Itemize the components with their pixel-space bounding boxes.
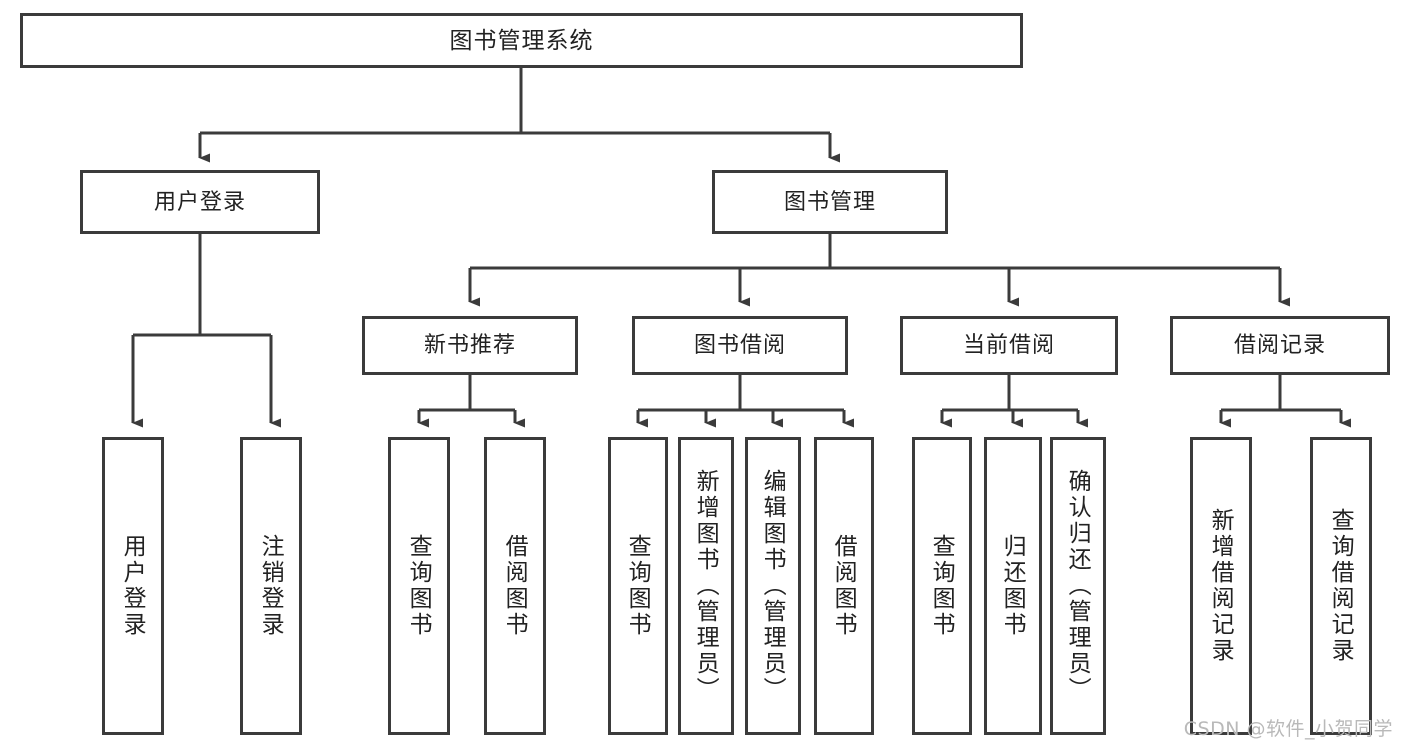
connectors-borrow-to-leaves <box>636 375 854 428</box>
leaf-borrow-book[interactable]: 借阅图书 <box>814 437 874 735</box>
leaf-query-book-borrow-label: 查询图书 <box>625 534 652 638</box>
leaf-query-book-recommend[interactable]: 查询图书 <box>388 437 450 735</box>
node-current-borrow-label: 当前借阅 <box>962 332 1055 358</box>
leaf-edit-book-admin[interactable]: 编辑图书（管理员） <box>745 437 801 735</box>
node-borrow-records[interactable]: 借阅记录 <box>1170 316 1390 375</box>
leaf-borrow-book-recommend-label: 借阅图书 <box>502 534 529 638</box>
leaf-user-login-label: 用户登录 <box>120 534 147 638</box>
leaf-query-book-recommend-label: 查询图书 <box>406 534 433 638</box>
leaf-logout-label: 注销登录 <box>258 534 285 638</box>
connectors-current-to-leaves <box>940 375 1088 428</box>
connectors-newbook-to-leaves <box>417 375 525 428</box>
leaf-confirm-return-admin[interactable]: 确认归还（管理员） <box>1050 437 1106 735</box>
leaf-borrow-book-recommend[interactable]: 借阅图书 <box>484 437 546 735</box>
node-current-borrow[interactable]: 当前借阅 <box>900 316 1118 375</box>
connectors-userlogin-to-leaves <box>131 234 281 428</box>
node-user-login[interactable]: 用户登录 <box>80 170 320 234</box>
leaf-edit-book-admin-label: 编辑图书（管理员） <box>760 469 787 703</box>
leaf-return-book-label: 归还图书 <box>1000 534 1027 638</box>
leaf-add-book-admin[interactable]: 新增图书（管理员） <box>678 437 734 735</box>
leaf-add-book-admin-label: 新增图书（管理员） <box>693 469 720 703</box>
leaf-query-book-current[interactable]: 查询图书 <box>912 437 972 735</box>
csdn-watermark: CSDN @软件_小贺同学 <box>1183 718 1393 740</box>
leaf-query-book-current-label: 查询图书 <box>929 534 956 638</box>
leaf-add-borrow-record[interactable]: 新增借阅记录 <box>1190 437 1252 735</box>
leaf-user-login[interactable]: 用户登录 <box>102 437 164 735</box>
connectors-root-to-level2 <box>198 68 840 163</box>
leaf-query-book-borrow[interactable]: 查询图书 <box>608 437 668 735</box>
node-new-book-recommend-label: 新书推荐 <box>423 332 516 358</box>
leaf-confirm-return-admin-label: 确认归还（管理员） <box>1065 469 1092 703</box>
leaf-query-borrow-record[interactable]: 查询借阅记录 <box>1310 437 1372 735</box>
node-root-system[interactable]: 图书管理系统 <box>20 13 1023 68</box>
leaf-borrow-book-label: 借阅图书 <box>831 534 858 638</box>
node-book-borrow[interactable]: 图书借阅 <box>632 316 848 375</box>
leaf-return-book[interactable]: 归还图书 <box>984 437 1042 735</box>
node-book-borrow-label: 图书借阅 <box>693 332 786 358</box>
node-new-book-recommend[interactable]: 新书推荐 <box>362 316 578 375</box>
node-book-management-label: 图书管理 <box>783 188 876 214</box>
leaf-add-borrow-record-label: 新增借阅记录 <box>1208 508 1235 664</box>
connectors-records-to-leaves <box>1219 375 1351 428</box>
leaf-logout[interactable]: 注销登录 <box>240 437 302 735</box>
node-root-label: 图书管理系统 <box>449 26 594 53</box>
node-user-login-label: 用户登录 <box>153 188 246 214</box>
node-book-management[interactable]: 图书管理 <box>712 170 948 234</box>
connectors-bookmgmt-to-level3 <box>468 234 1290 307</box>
leaf-query-borrow-record-label: 查询借阅记录 <box>1328 508 1355 664</box>
node-borrow-records-label: 借阅记录 <box>1233 332 1326 358</box>
